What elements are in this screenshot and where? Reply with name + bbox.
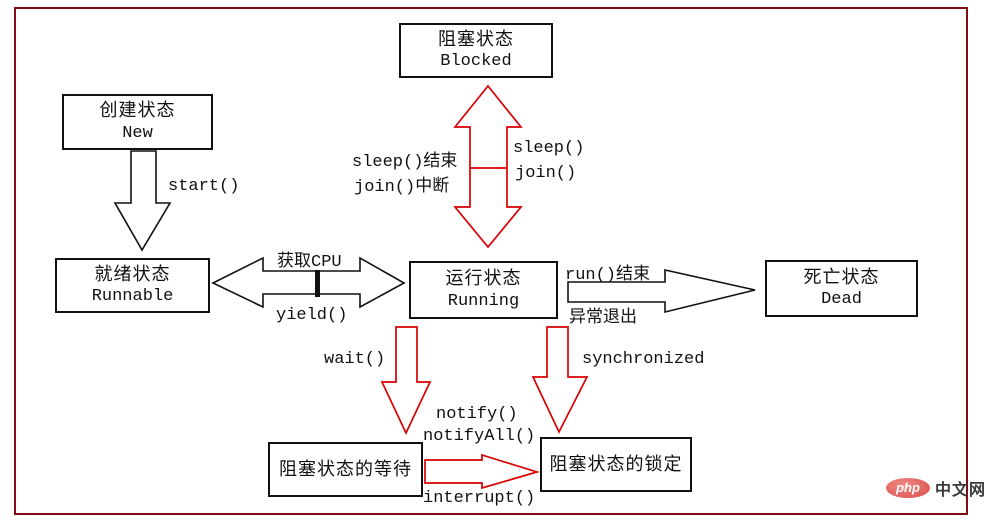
php-logo-badge: php	[886, 478, 930, 498]
label-synchronized: synchronized	[582, 350, 705, 369]
state-label-en: Dead	[821, 290, 862, 310]
label-join-interrupt: join()中断	[354, 178, 450, 197]
label-sleep: sleep()	[513, 139, 585, 158]
state-box-runnable: 就绪状态 Runnable	[55, 258, 210, 313]
label-yield: yield()	[276, 306, 348, 325]
state-label-cn: 就绪状态	[94, 263, 171, 284]
diagram-border	[14, 7, 968, 515]
state-label-en: Running	[447, 291, 520, 311]
start-arrow-down-icon	[113, 150, 172, 252]
state-box-dead: 死亡状态 Dead	[765, 260, 918, 317]
label-interrupt: interrupt()	[423, 489, 536, 508]
state-label-en: Blocked	[440, 52, 512, 72]
state-label-cn: 阻塞状态	[438, 28, 514, 49]
state-label-cn: 阻塞状态的锁定	[549, 454, 683, 475]
acquire-yield-double-arrow-icon	[211, 256, 406, 309]
state-label-cn: 死亡状态	[803, 266, 880, 287]
state-label-cn: 创建状态	[99, 100, 176, 121]
label-abnormal-exit: 异常退出	[569, 309, 637, 328]
label-join: join()	[515, 164, 577, 183]
state-box-blocked-wait: 阻塞状态的等待	[268, 442, 423, 497]
state-box-running: 运行状态 Running	[409, 261, 558, 319]
state-label-cn: 运行状态	[445, 268, 522, 289]
state-label-en: Runnable	[91, 287, 174, 307]
watermark-site-text: 中文网	[935, 482, 987, 499]
run-end-arrow-icon	[567, 269, 756, 314]
state-label-en: New	[122, 123, 153, 143]
label-acquire-cpu: 获取CPU	[277, 253, 342, 272]
state-label-cn: 阻塞状态的等待	[279, 459, 412, 480]
label-notify: notify()	[436, 405, 518, 424]
label-start: start()	[168, 177, 240, 196]
state-box-blocked-lock: 阻塞状态的锁定	[540, 437, 692, 492]
state-box-blocked: 阻塞状态 Blocked	[399, 23, 553, 78]
watermark: php 中文网	[886, 476, 986, 500]
label-run-end: run()结束	[565, 266, 651, 285]
label-notify-all: notifyAll()	[423, 427, 536, 446]
synchronized-arrow-down-icon	[531, 326, 589, 434]
state-box-new: 创建状态 New	[62, 94, 213, 150]
notify-arrow-right-icon	[424, 453, 540, 490]
label-sleep-end: sleep()结束	[352, 153, 458, 172]
wait-arrow-down-icon	[380, 326, 432, 435]
acquire-yield-divider	[315, 270, 320, 297]
label-wait: wait()	[324, 350, 386, 369]
sleep-join-double-arrow-icon	[453, 84, 523, 249]
